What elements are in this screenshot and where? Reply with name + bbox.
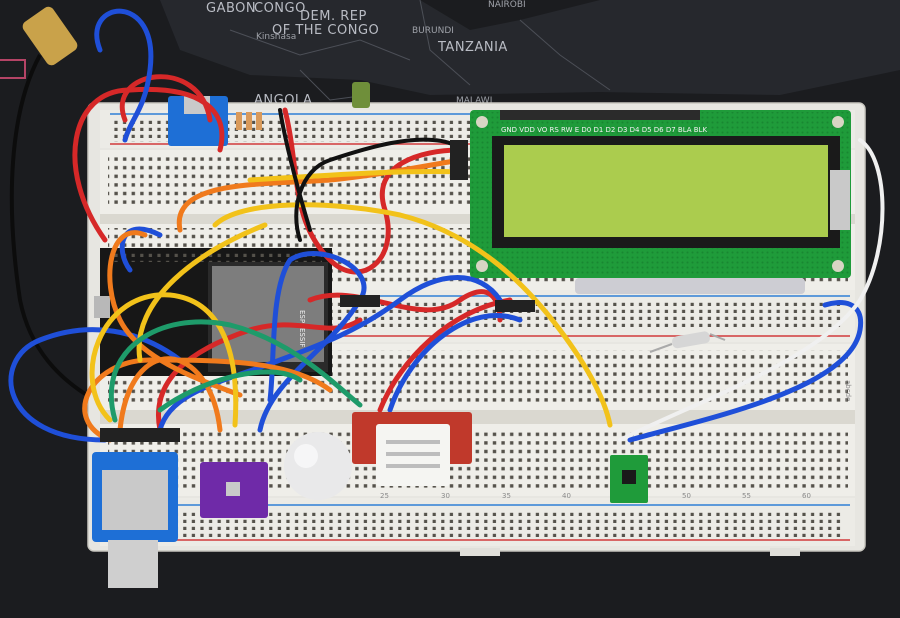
- black-wire: [294, 137, 457, 242]
- blue-wire: [387, 313, 523, 413]
- red-wire: [377, 297, 513, 413]
- green-wire: [108, 319, 363, 423]
- yellow-wire: [212, 202, 613, 428]
- esp32-board: [94, 248, 332, 376]
- map-label-gabon: GABON: [206, 1, 256, 16]
- black-wire: [278, 108, 312, 232]
- blue-wire: [627, 300, 864, 443]
- resistors: [236, 112, 262, 130]
- temperature-humidity-sensor: [352, 412, 472, 486]
- header-pins: [340, 295, 380, 307]
- green-wire: [157, 369, 303, 413]
- breadboard-col-50: 50: [682, 492, 691, 500]
- header-pins: [450, 140, 468, 180]
- yellow-wire: [89, 292, 239, 428]
- map-label-kinshasa: Kinshasa: [256, 32, 296, 42]
- lcd-module: [470, 110, 851, 294]
- yellow-wire: [247, 169, 463, 183]
- map-label-of-the-congo: OF THE CONGO: [272, 23, 379, 38]
- blue-wire: [257, 251, 367, 433]
- esp32-chip-label: ESPRESSIF: [298, 310, 306, 347]
- header-pins: [100, 428, 180, 442]
- map-label-congo: CONGO: [254, 1, 306, 16]
- red-wire: [119, 74, 213, 123]
- map-label-dem-rep: DEM. REP: [300, 9, 367, 24]
- lcd-pin-header-label: GND VDD VO RS RW E D0 D1 D2 D3 D4 D5 D6 …: [501, 126, 708, 134]
- map-continent-shape: [160, 0, 900, 95]
- pir-sensor-dome: [284, 432, 352, 500]
- sd-card-module: [92, 452, 178, 588]
- breadboard-col-25: 25: [380, 492, 389, 500]
- orange-wire: [176, 157, 463, 233]
- map-label-malawi: MALAWI: [456, 96, 492, 106]
- fuse-lead: [649, 343, 673, 353]
- fuse-lead: [709, 333, 726, 341]
- breadboard-row-letters: abcde: [844, 380, 852, 401]
- antenna-connector: [22, 6, 78, 66]
- purple-sensor-chip: [226, 482, 240, 496]
- small-green-sensor-chip: [622, 470, 636, 484]
- map-border-lines: [229, 0, 611, 101]
- antenna-cable: [9, 54, 96, 402]
- orange-wire: [117, 356, 223, 433]
- header-pins: [495, 300, 535, 312]
- electrolytic-capacitor: [352, 82, 370, 108]
- map-label-burundi: BURUNDI: [412, 26, 454, 36]
- mat-pink-border: [0, 59, 26, 79]
- pir-sensor-highlight: [294, 444, 318, 468]
- red-wire: [72, 86, 225, 243]
- breadboard-col-60: 60: [802, 492, 811, 500]
- breadboard-col-40: 40: [562, 492, 571, 500]
- breadboard-col-30: 30: [441, 492, 450, 500]
- map-label-tanzania: TANZANIA: [437, 40, 508, 55]
- glass-fuse: [672, 331, 710, 349]
- breadboard-col-35: 35: [502, 492, 511, 500]
- blue-wire: [8, 327, 183, 443]
- white-wire: [618, 138, 885, 442]
- map-label-nairobi: NAIROBI: [488, 0, 526, 10]
- orange-wire: [82, 357, 333, 443]
- breadboard-col-55: 55: [742, 492, 751, 500]
- blue-wire: [94, 8, 154, 143]
